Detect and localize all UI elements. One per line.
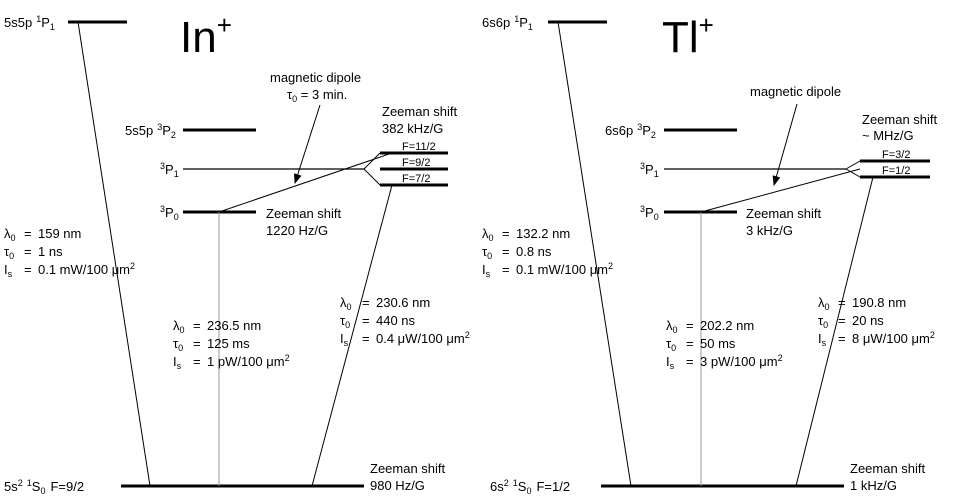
label-3p0-in: 3P0	[160, 204, 179, 222]
svg-text:λ0=202.2 nm: λ0=202.2 nm	[666, 318, 754, 335]
svg-text:τ0=50 ms: τ0=50 ms	[666, 336, 736, 353]
svg-text:τ0=125 ms: τ0=125 ms	[173, 336, 250, 353]
svg-text:λ0=236.5 nm: λ0=236.5 nm	[173, 318, 261, 335]
svg-text:τ0=0.8 ns: τ0=0.8 ns	[482, 244, 552, 261]
hf-label-in: F=9/2	[402, 157, 430, 169]
transition-1s0-1p1-in	[77, 21, 151, 487]
mixing-line-in	[218, 152, 393, 213]
params-1p1-tl: λ0=132.2 nm τ0=0.8 ns Is=0.1 mW/100 μm2	[482, 226, 613, 279]
svg-text:λ0=132.2 nm: λ0=132.2 nm	[482, 226, 570, 243]
params-3p1-tl: λ0=190.8 nm τ0=20 ns Is=8 μW/100 μm2	[818, 295, 935, 348]
svg-text:τ0=20 ns: τ0=20 ns	[818, 313, 884, 330]
hf-label-tl: F=1/2	[882, 165, 910, 177]
mixing-line-tl	[700, 168, 861, 213]
svg-text:τ0=1 ns: τ0=1 ns	[4, 244, 63, 261]
params-3p0-in: λ0=236.5 nm τ0=125 ms Is=1 pW/100 μm2	[173, 318, 290, 371]
transition-1s0-3p1-tl	[795, 176, 874, 487]
hf-connector-in	[363, 168, 381, 186]
dipole-label-in: magnetic dipole	[270, 70, 361, 85]
label-3p0-tl: 3P0	[640, 204, 659, 222]
svg-text:Is=0.4 μW/100 μm2: Is=0.4 μW/100 μm2	[340, 330, 470, 348]
svg-text:Is=0.1 mW/100 μm2: Is=0.1 mW/100 μm2	[4, 261, 135, 279]
svg-text:λ0=230.6 nm: λ0=230.6 nm	[340, 295, 430, 312]
transition-1s0-3p1-in	[311, 184, 393, 487]
dipole-tau-in: τ0 = 3 min.	[287, 87, 347, 104]
zeeman-3p1-tl: Zeeman shift~ MHz/G	[862, 112, 938, 143]
dipole-label-tl: magnetic dipole	[750, 84, 841, 99]
hf-label-in: F=7/2	[402, 173, 430, 185]
title-in: In+	[180, 10, 232, 62]
svg-text:τ0=440 ns: τ0=440 ns	[340, 313, 416, 330]
hf-label-in: F=11/2	[402, 141, 436, 153]
hf-label-tl: F=3/2	[882, 149, 910, 161]
svg-text:λ0=190.8 nm: λ0=190.8 nm	[818, 295, 906, 312]
svg-text:Is=3 pW/100 μm2: Is=3 pW/100 μm2	[666, 353, 783, 371]
transition-1s0-1p1-tl	[557, 21, 632, 487]
params-3p0-tl: λ0=202.2 nm τ0=50 ms Is=3 pW/100 μm2	[666, 318, 783, 371]
label-3p1-tl: 3P1	[640, 161, 659, 179]
title-tl: Tl+	[662, 10, 714, 62]
dipole-arrow-in	[293, 104, 321, 184]
hf-connector-in	[363, 152, 381, 170]
svg-text:Is=8 μW/100 μm2: Is=8 μW/100 μm2	[818, 330, 935, 348]
params-3p1-in: λ0=230.6 nm τ0=440 ns Is=0.4 μW/100 μm2	[340, 295, 470, 348]
svg-text:Is=1 pW/100 μm2: Is=1 pW/100 μm2	[173, 353, 290, 371]
params-1p1-in: λ0=159 nm τ0=1 ns Is=0.1 mW/100 μm2	[4, 226, 135, 279]
label-3p1-in: 3P1	[160, 161, 179, 179]
hf-connector-tl	[845, 160, 861, 170]
hf-connector-tl	[845, 168, 861, 178]
svg-text:λ0=159 nm: λ0=159 nm	[4, 226, 81, 243]
dipole-arrow-tl	[772, 103, 798, 186]
svg-text:Is=0.1 mW/100 μm2: Is=0.1 mW/100 μm2	[482, 261, 613, 279]
